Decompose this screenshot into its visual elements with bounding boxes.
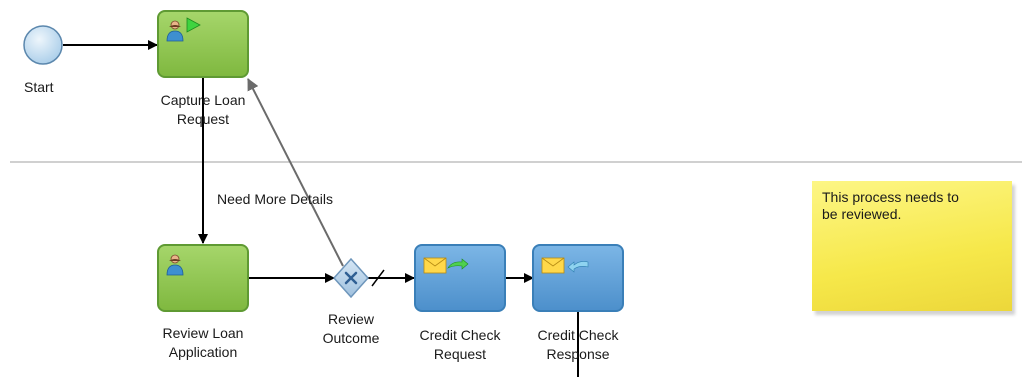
task-label-capture-loan-request: Capture Loan Request (160, 92, 246, 127)
exclusive-gateway-review-outcome[interactable] (332, 257, 370, 299)
user-icon (166, 20, 184, 42)
sticky-note[interactable]: This process needs to be reviewed. (812, 181, 1012, 311)
start-event[interactable] (23, 25, 63, 65)
flow-need-more-details[interactable] (247, 78, 344, 267)
default-flow-marker (371, 269, 385, 287)
user-icon (166, 254, 184, 276)
envelope-receive-icon (541, 257, 589, 274)
task-label-review-loan-application: Review Loan Application (162, 325, 244, 360)
start-event-label: Start (24, 79, 54, 95)
envelope-send-icon (423, 257, 469, 274)
gateway-label-review-outcome: Review Outcome (322, 311, 380, 346)
task-label-credit-check-request: Credit Check Request (419, 327, 501, 362)
task-review-loan-application[interactable] (157, 244, 249, 312)
task-label-credit-check-response: Credit Check Response (537, 327, 619, 362)
task-capture-loan-request[interactable] (157, 10, 249, 78)
play-icon (186, 17, 201, 33)
exclusive-gateway-x-icon (344, 271, 358, 285)
flow-label-need-more-details: Need More Details (217, 191, 333, 207)
task-credit-check-response[interactable] (532, 244, 624, 312)
task-credit-check-request[interactable] (414, 244, 506, 312)
